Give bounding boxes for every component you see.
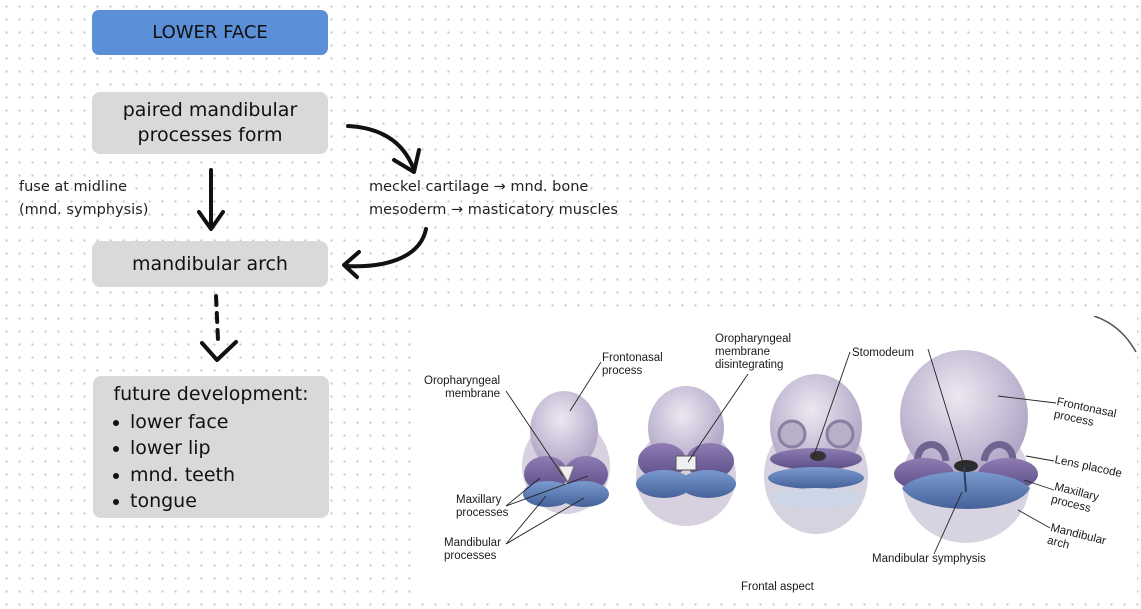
embryo-stage-1 [522,391,610,514]
list-item: lower lip [112,435,235,462]
label-mandibular-processes: Mandibular processes [444,537,501,562]
partial-outline [1093,316,1137,353]
embryo-drawings [505,316,1137,555]
step-future-development: future development: lower face lower lip… [93,376,329,518]
embryo-stage-2 [636,386,736,526]
embryo-stage-3 [764,374,868,534]
embryo-frontal-figure: Oropharyngeal membrane Frontonasal proce… [418,316,1137,602]
step1-line1: paired mandibular [122,99,298,122]
step-paired-mandibular-processes: paired mandibular processes form [92,92,328,154]
arrow-curve-back [342,227,428,279]
arrow-curve-right [346,124,421,174]
embryo-stage-4 [894,350,1038,543]
arrow-down-solid [197,168,225,231]
arrow-down-dashed [200,294,238,362]
note-left-line1: fuse at midline [19,179,128,195]
step2-text: mandibular arch [132,252,288,275]
future-development-list: lower face lower lip mnd. teeth tongue [93,409,235,515]
step-mandibular-arch: mandibular arch [92,241,328,287]
title-text: LOWER FACE [152,21,268,43]
note-derivatives: meckel cartilage → mnd. bone mesoderm → … [369,176,618,222]
note-left-line2: (mnd. symphysis) [19,202,149,218]
figure-caption: Frontal aspect [741,581,814,593]
step1-line2: processes form [137,124,283,146]
step3-heading: future development: [113,383,309,405]
note-fuse-midline: fuse at midline (mnd. symphysis) [19,176,148,222]
label-oropharyngeal-membrane: Oropharyngeal membrane [424,375,501,400]
leader-lines [505,348,1057,555]
list-item: mnd. teeth [112,462,235,489]
label-stomodeum: Stomodeum [852,347,915,359]
label-frontonasal-process-1: Frontonasal process [602,352,663,377]
title-box: LOWER FACE [92,10,328,55]
list-item: lower face [112,409,235,436]
label-maxillary-processes: Maxillary processes [456,494,509,519]
label-oropharyngeal-membrane-disintegrating: Oropharyngeal membrane disintegrating [715,333,792,371]
list-item: tongue [112,488,235,515]
note-right-line1: meckel cartilage → mnd. bone [369,179,589,195]
note-right-line2: mesoderm → masticatory muscles [369,202,618,218]
label-mandibular-symphysis: Mandibular symphysis [872,553,986,565]
